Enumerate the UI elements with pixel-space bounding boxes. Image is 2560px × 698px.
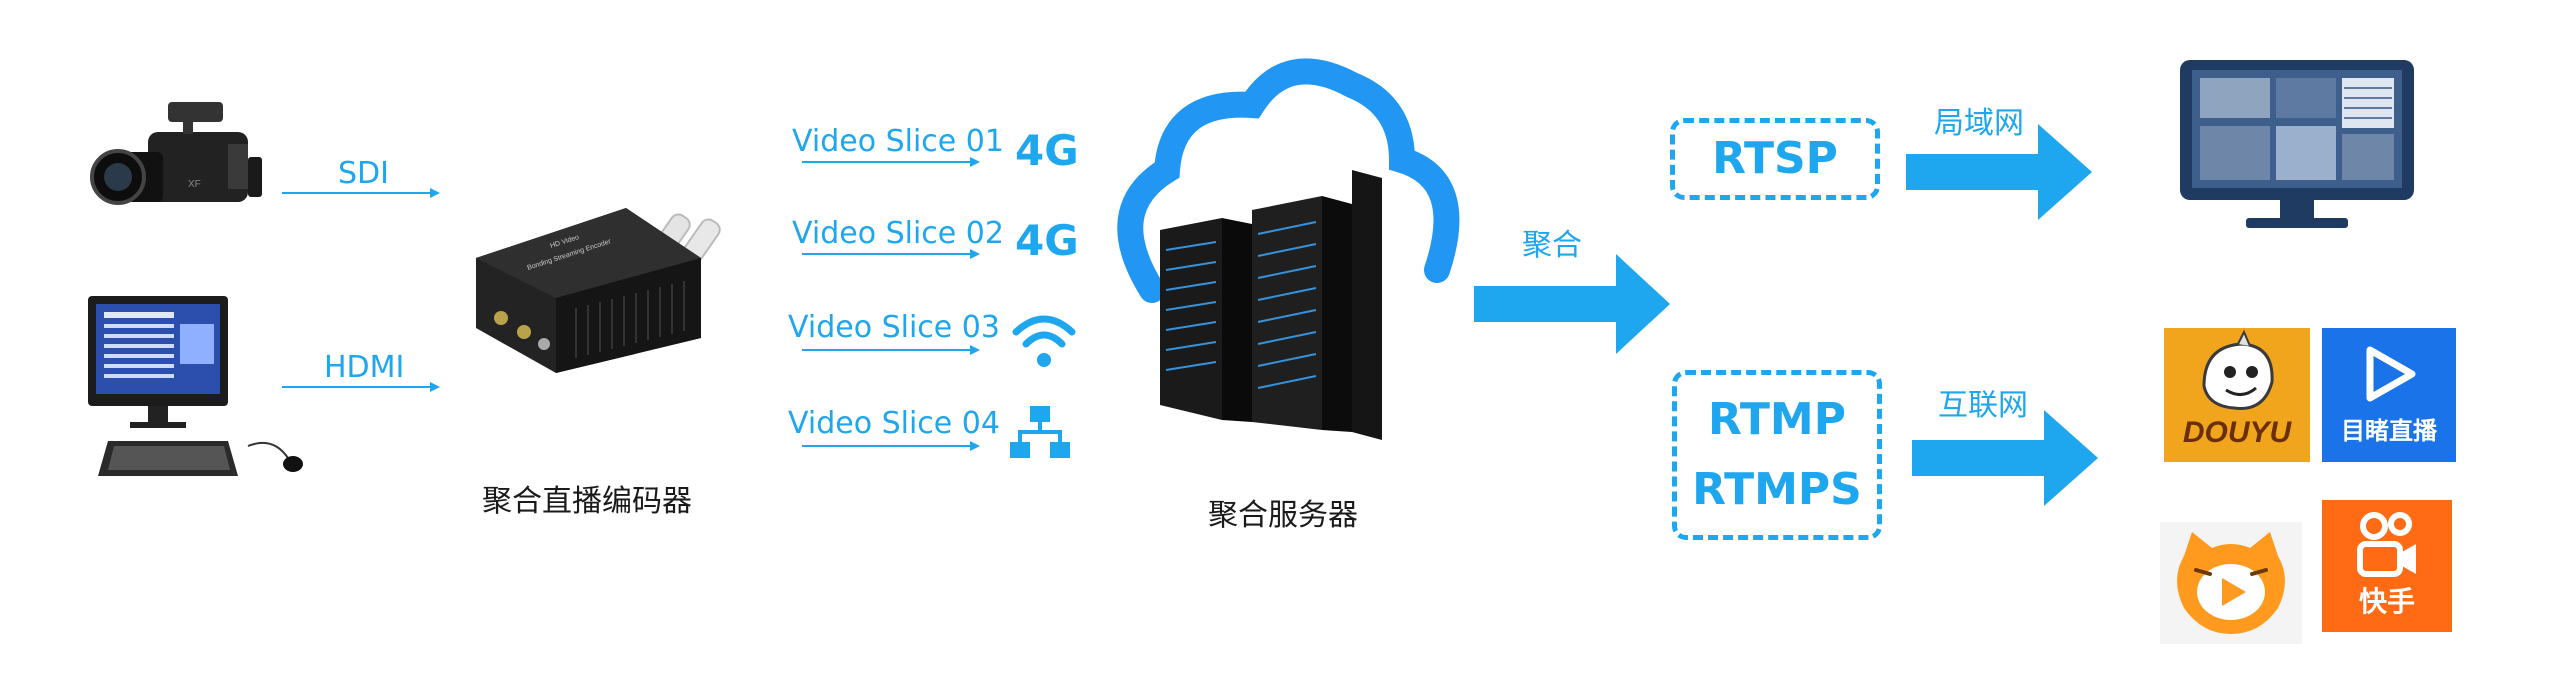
- slice-01-arrow: [802, 157, 980, 167]
- lan-label: 局域网: [1934, 106, 2024, 141]
- hdmi-label: HDMI: [324, 350, 405, 385]
- play-icon: [2366, 346, 2416, 402]
- encoder-caption: 聚合直播编码器: [482, 484, 692, 519]
- server-rack-icon: [1160, 170, 1382, 440]
- rtsp-box: RTSP: [1670, 118, 1880, 200]
- slice-03-label: Video Slice 03: [788, 310, 1000, 345]
- slice-03-arrow: [802, 345, 980, 355]
- sdi-label: SDI: [338, 156, 389, 191]
- douyu-logo: DOUYU: [2164, 328, 2310, 462]
- rtmp-box: RTMP RTMPS: [1672, 370, 1882, 540]
- slice-04-arrow: [802, 441, 980, 451]
- slice-02-label: Video Slice 02: [792, 216, 1004, 251]
- svg-text:XF: XF: [188, 179, 201, 190]
- aggregate-label: 聚合: [1522, 228, 1582, 263]
- bonding-encoder-device: HD Video Bonding Streaming Encoder: [476, 208, 721, 373]
- desktop-computer-icon: [88, 296, 303, 476]
- mudu-wordmark: 目睹直播: [2341, 417, 2437, 445]
- rtsp-label: RTSP: [1712, 133, 1838, 184]
- slice-01-4g-badge: 4G: [1015, 126, 1079, 175]
- server-caption: 聚合服务器: [1208, 498, 1358, 533]
- douyu-fish-icon: [2202, 329, 2274, 410]
- slice-04-label: Video Slice 04: [788, 406, 1000, 441]
- internet-arrow: [1912, 410, 2098, 506]
- slice-02-arrow: [802, 249, 980, 259]
- slice-02-4g-badge: 4G: [1015, 216, 1079, 265]
- rtmps-label: RTMPS: [1692, 464, 1862, 515]
- kuaishou-wordmark: 快手: [2358, 585, 2415, 618]
- network-icon: [1010, 406, 1070, 458]
- slice-01-label: Video Slice 01: [792, 124, 1004, 159]
- mudu-logo: 目睹直播: [2322, 328, 2456, 462]
- camera-icon: [2357, 512, 2416, 577]
- aggregate-arrow: [1474, 254, 1670, 354]
- lan-arrow: [1906, 124, 2092, 220]
- hdmi-arrow: [282, 382, 440, 392]
- tiger-face-icon: [2177, 532, 2285, 634]
- cloud-icon: [1117, 58, 1460, 303]
- huya-tiger-logo: [2160, 522, 2302, 644]
- douyu-wordmark: DOUYU: [2182, 416, 2292, 449]
- internet-label: 互联网: [1938, 388, 2028, 423]
- sdi-arrow: [282, 188, 440, 198]
- lan-monitor-icon: [2180, 60, 2414, 228]
- camcorder-icon: XF: [90, 102, 262, 205]
- kuaishou-logo: 快手: [2322, 500, 2452, 632]
- rtmp-label: RTMP: [1708, 394, 1846, 445]
- wifi-icon: [1012, 315, 1076, 367]
